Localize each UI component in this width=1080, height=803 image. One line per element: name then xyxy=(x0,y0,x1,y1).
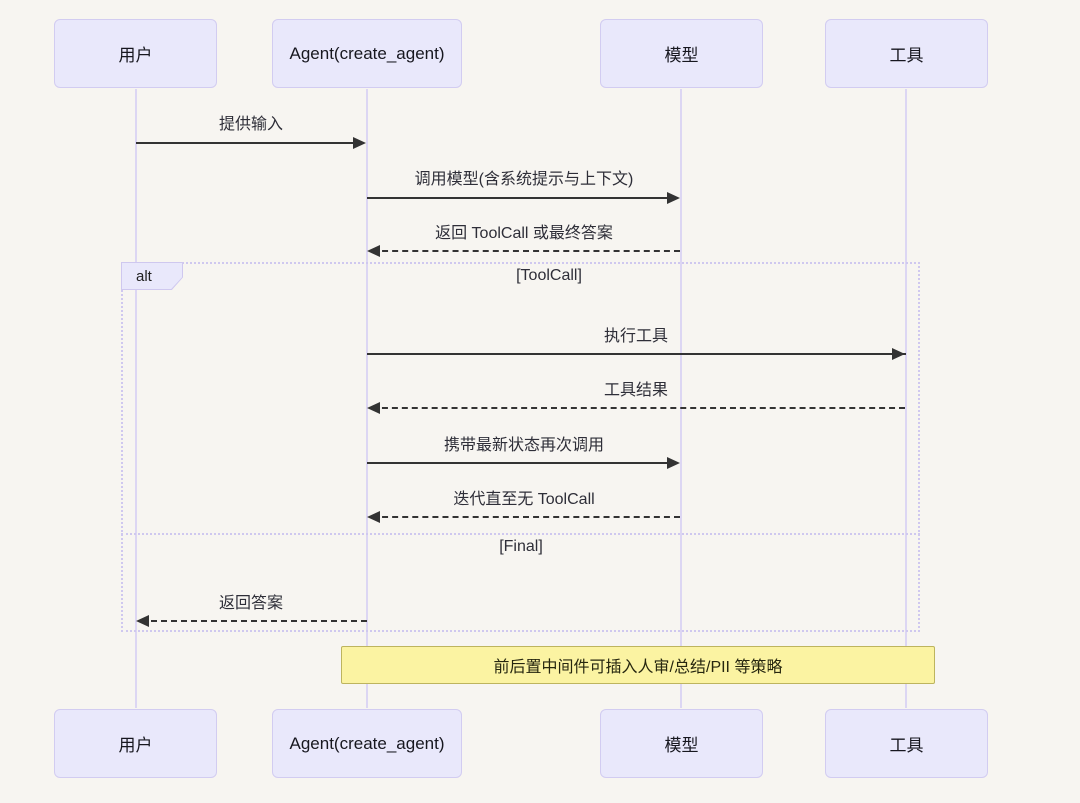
participant-model-top: 模型 xyxy=(600,19,763,88)
message-label: 执行工具 xyxy=(603,328,669,345)
participant-user-top: 用户 xyxy=(54,19,217,88)
arrowhead-right-icon xyxy=(892,348,905,360)
arrowhead-right-icon xyxy=(667,457,680,469)
participant-agent-top: Agent(create_agent) xyxy=(272,19,462,88)
arrowhead-right-icon xyxy=(667,192,680,204)
alt-keyword-label: alt xyxy=(122,263,182,289)
alt-section-divider xyxy=(121,533,920,535)
message-arrow xyxy=(136,142,361,144)
participant-agent-bottom: Agent(create_agent) xyxy=(272,709,462,778)
message-label: 返回 ToolCall 或最终答案 xyxy=(435,225,613,242)
participant-label: 工具 xyxy=(889,736,924,755)
note-text: 前后置中间件可插入人审/总结/PII 等策略 xyxy=(493,659,783,676)
message-label: 携带最新状态再次调用 xyxy=(443,437,605,454)
arrowhead-left-icon xyxy=(367,245,380,257)
message-arrow xyxy=(372,407,905,409)
participant-label: Agent(create_agent) xyxy=(289,43,445,63)
lifeline-model xyxy=(680,89,682,708)
message-label: 迭代直至无 ToolCall xyxy=(453,491,595,508)
lifeline-agent xyxy=(366,89,368,708)
alt-frame xyxy=(121,262,920,632)
participant-model-bottom: 模型 xyxy=(600,709,763,778)
message-label: 调用模型(含系统提示与上下文) xyxy=(414,171,634,188)
lifeline-user xyxy=(135,89,137,708)
participant-label: 模型 xyxy=(664,46,699,65)
message-arrow xyxy=(367,197,675,199)
participant-user-bottom: 用户 xyxy=(54,709,217,778)
alt-section-condition: [Final] xyxy=(499,538,543,555)
message-arrow xyxy=(372,516,680,518)
message-arrow xyxy=(367,353,906,355)
participant-tool-bottom: 工具 xyxy=(825,709,988,778)
participant-label: 用户 xyxy=(118,736,153,755)
participant-label: Agent(create_agent) xyxy=(289,733,445,753)
arrowhead-left-icon xyxy=(367,402,380,414)
alt-keyword-tag: alt xyxy=(121,262,183,290)
lifeline-tool xyxy=(905,89,907,708)
note-box: 前后置中间件可插入人审/总结/PII 等策略 xyxy=(341,646,935,684)
message-label: 提供输入 xyxy=(218,116,284,133)
participant-label: 用户 xyxy=(118,46,153,65)
message-label: 工具结果 xyxy=(603,382,669,399)
arrowhead-right-icon xyxy=(353,137,366,149)
arrowhead-left-icon xyxy=(367,511,380,523)
message-label: 返回答案 xyxy=(218,595,284,612)
message-arrow xyxy=(367,462,675,464)
alt-section-condition: [ToolCall] xyxy=(516,267,582,284)
participant-label: 模型 xyxy=(664,736,699,755)
participant-label: 工具 xyxy=(889,46,924,65)
message-arrow xyxy=(141,620,367,622)
message-arrow xyxy=(372,250,680,252)
arrowhead-left-icon xyxy=(136,615,149,627)
participant-tool-top: 工具 xyxy=(825,19,988,88)
